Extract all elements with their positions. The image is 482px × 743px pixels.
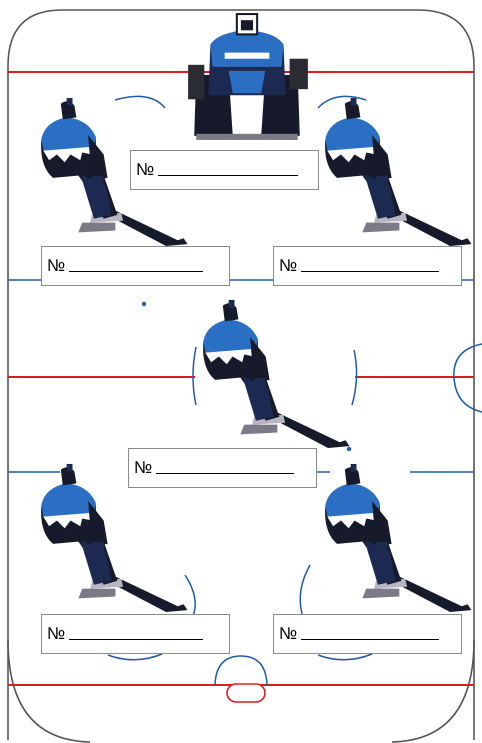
faceoff-dot-left xyxy=(142,302,146,306)
goalie-figure xyxy=(183,10,313,144)
center-number-box[interactable]: № xyxy=(128,448,317,488)
number-sign: № xyxy=(47,256,65,276)
number-blank-line xyxy=(69,271,203,272)
left-defense-number-box[interactable]: № xyxy=(41,614,230,654)
number-sign: № xyxy=(136,160,154,180)
skater-sprite-right-defense xyxy=(312,462,477,614)
skater-figure-right-wing xyxy=(312,96,477,248)
skater-figure-right-defense xyxy=(312,462,477,614)
number-sign: № xyxy=(279,256,297,276)
number-sign: № xyxy=(47,624,65,644)
rink-boards-corner-br xyxy=(392,640,474,742)
right-wing-number-box[interactable]: № xyxy=(273,246,462,286)
number-blank-line xyxy=(158,175,298,176)
skater-sprite-right-wing xyxy=(312,96,477,248)
number-blank-line xyxy=(301,639,439,640)
right-defense-number-box[interactable]: № xyxy=(273,614,462,654)
number-sign: № xyxy=(134,458,152,478)
number-blank-line xyxy=(69,639,203,640)
goalie-sprite xyxy=(183,10,313,144)
faceoff-arc-bottom-right-low xyxy=(318,654,372,660)
number-blank-line xyxy=(156,473,294,474)
faceoff-arc-bottom-left-low xyxy=(108,654,162,660)
goal-net-bottom xyxy=(227,684,265,702)
number-blank-line xyxy=(301,271,439,272)
skater-sprite-center xyxy=(190,298,355,450)
goalie-number-box[interactable]: № xyxy=(130,150,319,190)
number-sign: № xyxy=(279,624,297,644)
rink-boards-corner-bl xyxy=(8,640,90,742)
goal-crease-bottom xyxy=(215,656,267,685)
left-wing-number-box[interactable]: № xyxy=(41,246,230,286)
faceoff-arc-bottom-right xyxy=(300,565,310,614)
skater-figure-center xyxy=(190,298,355,450)
